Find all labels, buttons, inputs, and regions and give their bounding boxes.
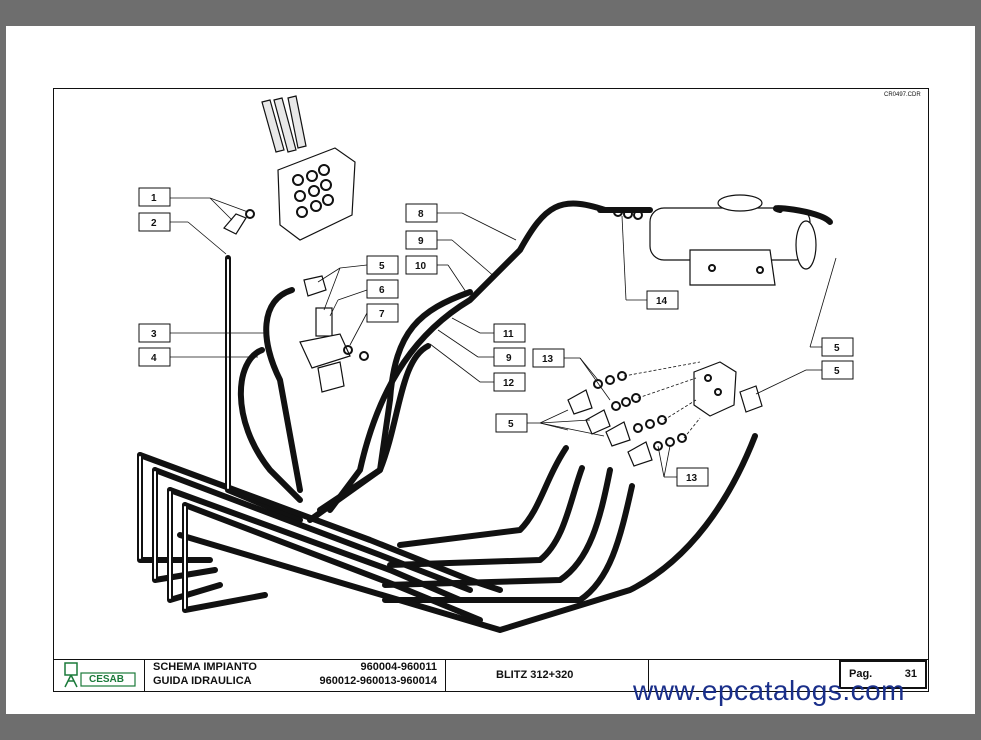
svg-text:5: 5 [508,419,514,430]
logo-cell: CESAB [53,659,145,692]
svg-text:5: 5 [834,343,840,354]
callout-10: 10 [405,255,438,275]
elbow-fitting-1 [223,209,255,235]
svg-text:10: 10 [415,261,427,272]
tee-valve [299,275,369,393]
title-block: CESAB SCHEMA IMPIANTO GUIDA IDRAULICA 96… [53,659,929,692]
callout-13-bottom: 13 [676,467,709,487]
svg-text:13: 13 [686,473,698,484]
svg-text:1: 1 [151,193,157,204]
callout-14: 14 [646,290,679,310]
svg-text:14: 14 [656,296,668,307]
serial-line-2: 960012-960013-960014 [319,675,437,687]
svg-text:4: 4 [151,353,157,364]
dashed-connection [623,361,701,439]
callout-5-valve: 5 [366,255,399,275]
callout-9-top: 9 [405,230,438,250]
svg-text:5: 5 [834,366,840,377]
svg-text:6: 6 [379,285,385,296]
fittings-13-group-bottom [605,385,763,467]
cesab-logo [64,662,136,688]
hoses [137,200,833,633]
svg-text:12: 12 [503,378,515,389]
svg-text:5: 5 [379,261,385,272]
callout-3: 3 [138,323,171,343]
leader-lines [170,197,837,478]
callout-1: 1 [138,187,171,207]
svg-text:9: 9 [418,236,424,247]
steering-cylinder [649,194,817,286]
svg-text:7: 7 [379,309,385,320]
page-box: Pag. 31 [839,660,927,689]
fittings-13-group-top [567,371,641,435]
callout-13-top: 13 [532,348,565,368]
drawing-code: CR0497.CDR [884,92,921,98]
callout-12: 12 [493,372,526,392]
svg-text:2: 2 [151,218,157,229]
callout-4: 4 [138,347,171,367]
page-label: Pag. [849,668,873,680]
svg-text:3: 3 [151,329,157,340]
model-cell: BLITZ 312+320 [446,659,649,692]
callout-9-bottom: 9 [493,347,526,367]
callout-2: 2 [138,212,171,232]
title-line-2: GUIDA IDRAULICA [153,675,252,687]
title-cell: SCHEMA IMPIANTO GUIDA IDRAULICA 960004-9… [145,659,446,692]
callout-5-bottom: 5 [495,413,528,433]
callout-6: 6 [366,279,399,299]
title-line-1: SCHEMA IMPIANTO [153,661,257,673]
flow-divider [693,361,737,417]
control-valve-block [261,95,356,241]
svg-text:8: 8 [418,209,424,220]
callout-5-cylinder: 5 [821,337,854,357]
callout-5-divider: 5 [821,360,854,380]
hose-highlights [139,259,229,609]
callout-7: 7 [366,303,399,323]
svg-text:13: 13 [542,354,554,365]
watermark: www.epcatalogs.com [633,675,906,706]
callout-11: 11 [493,323,526,343]
svg-text:9: 9 [506,353,512,364]
model-name: BLITZ 312+320 [496,669,574,681]
serial-line-1: 960004-960011 [360,661,437,673]
svg-text:11: 11 [503,329,514,340]
callout-8: 8 [405,203,438,223]
logo-text: CESAB [89,674,125,685]
page-number: 31 [904,668,917,680]
